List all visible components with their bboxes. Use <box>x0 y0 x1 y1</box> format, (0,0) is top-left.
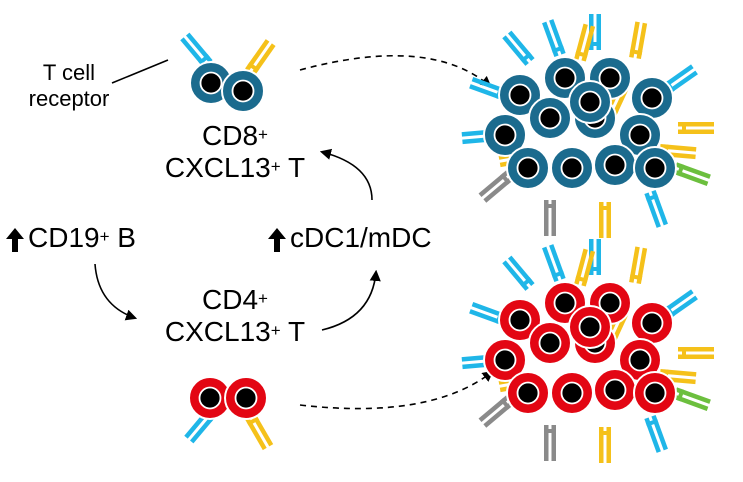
receptor-icon <box>599 427 611 463</box>
arrow-to-cd8 <box>319 148 373 201</box>
t-cell-icon <box>633 146 677 190</box>
receptor-icon <box>180 32 213 68</box>
receptor-icon <box>245 39 276 76</box>
receptor-icon <box>574 23 596 62</box>
t-cell-icon <box>593 143 637 187</box>
cd4-line1: CD4+ <box>202 284 268 315</box>
t-cell-icon <box>568 305 612 349</box>
cd8-cxcl13-label: CD8+ CXCL13+ T <box>140 120 330 184</box>
t-cell-icon <box>630 301 674 345</box>
receptor-icon <box>672 387 711 411</box>
up-arrow-icon <box>268 227 286 252</box>
tcr-label: T cell receptor <box>14 60 124 112</box>
receptor-icon <box>629 246 648 285</box>
tcr-label-line2: receptor <box>28 86 110 111</box>
t-cell-icon <box>483 338 527 382</box>
dashed-arrow-cd4 <box>299 370 494 410</box>
receptor-icon <box>672 162 711 186</box>
tcr-pointer-line <box>111 59 169 84</box>
cdc1-mdc-label: cDC1/mDC <box>268 222 448 254</box>
receptor-icon <box>544 425 556 461</box>
arrow-cd4-to-dc <box>321 269 381 331</box>
t-cell-icon <box>633 371 677 415</box>
receptor-icon <box>542 244 566 283</box>
receptor-icon <box>544 200 556 236</box>
tcr-label-line1: T cell <box>42 60 96 85</box>
receptor-icon <box>244 413 274 451</box>
t-cell-icon <box>221 69 265 113</box>
t-cell-icon <box>498 73 542 117</box>
cd8-t-cell-pair-icon <box>180 32 276 113</box>
receptor-icon <box>599 202 611 238</box>
cd4-line2: CXCL13+ T <box>164 316 306 347</box>
t-cell-icon <box>550 146 594 190</box>
receptor-icon <box>478 395 514 428</box>
t-cell-icon <box>506 371 550 415</box>
cd4-cell-cluster-icon <box>461 239 714 463</box>
t-cell-icon <box>506 146 550 190</box>
t-cell-icon <box>528 321 572 365</box>
receptor-icon <box>502 30 535 66</box>
receptor-icon <box>678 347 714 359</box>
arrow-b-to-cd4 <box>94 263 138 321</box>
cd4-cxcl13-label: CD4+ CXCL13+ T <box>140 284 330 348</box>
cd8-line2: CXCL13+ T <box>164 152 306 183</box>
t-cell-icon <box>498 298 542 342</box>
t-cell-icon <box>593 368 637 412</box>
cd19-b-label: CD19+ B <box>6 222 176 254</box>
t-cell-icon <box>188 376 232 420</box>
receptor-icon <box>678 122 714 134</box>
cd4-t-cell-pair-icon <box>184 376 274 451</box>
t-cell-icon <box>550 371 594 415</box>
t-cell-icon <box>630 76 674 120</box>
receptor-icon <box>502 255 535 291</box>
t-cell-icon <box>528 96 572 140</box>
receptor-icon <box>478 170 514 203</box>
cd8-line1: CD8+ <box>202 120 268 151</box>
t-cell-icon <box>224 376 268 420</box>
dashed-arrow-cd8 <box>299 54 492 88</box>
cd8-cell-cluster-icon <box>461 14 714 238</box>
receptor-icon <box>644 414 668 453</box>
up-arrow-icon <box>6 227 24 252</box>
t-cell-icon <box>568 80 612 124</box>
receptor-icon <box>542 19 566 58</box>
receptor-icon <box>629 21 648 60</box>
t-cell-icon <box>483 113 527 157</box>
receptor-icon <box>574 248 596 287</box>
receptor-icon <box>644 189 668 228</box>
